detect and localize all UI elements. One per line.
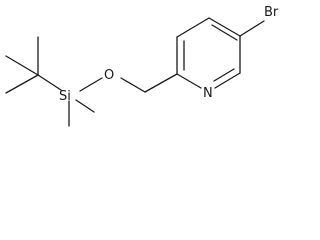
bond-silicon-tert-carbon: [37, 74, 62, 91]
pyridine-ring: [176, 17, 241, 89]
bond-tbutyl-methyl-left: [5, 74, 39, 94]
bond-ring-methylene: [144, 73, 178, 93]
bond-methylene-oxygen: [120, 77, 146, 93]
chemical-structure: Br N O Si: [5, 5, 279, 127]
ring-bond-c4-c4-inner: [211, 24, 238, 41]
atom-label-oxygen: O: [104, 68, 114, 83]
atom-label-bromine: Br: [264, 5, 279, 20]
ring-bond-c2-c3: [176, 17, 210, 38]
bond-silicon-methyl-right: [75, 99, 95, 113]
bond-ring-bromine: [239, 20, 265, 37]
atom-label-nitrogen: N: [203, 86, 213, 101]
bond-tbutyl-methyl-top: [5, 55, 39, 76]
bond-oxygen-silicon: [79, 77, 103, 92]
atom-label-silicon: Si: [59, 89, 71, 104]
ring-bond-c3-c4: [208, 17, 241, 37]
ring-bond-c5-c6: [214, 72, 241, 89]
ring-bond-c5-c6-inner: [213, 68, 235, 82]
ring-bond-n-c2: [176, 73, 202, 89]
